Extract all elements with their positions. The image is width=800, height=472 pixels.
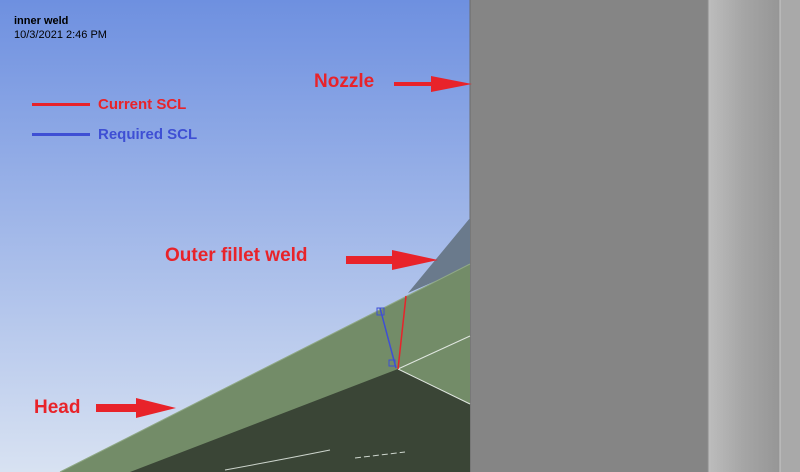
legend-item-current-scl: Current SCL: [32, 94, 186, 114]
view-timestamp: 10/3/2021 2:46 PM: [14, 29, 107, 41]
mesh-edge-line: [224, 449, 331, 471]
legend-item-required-scl: Required SCL: [32, 124, 197, 144]
head-plate-edge: [59, 263, 471, 472]
nozzle-body[interactable]: [470, 0, 708, 472]
legend-swatch-blue: [32, 132, 90, 136]
annotation-outer-fillet-weld: Outer fillet weld: [165, 245, 308, 266]
current-scl-line[interactable]: [397, 295, 407, 370]
view-title: inner weld: [14, 15, 69, 27]
head-underside: [130, 369, 470, 472]
required-scl-marker: [388, 359, 396, 367]
mesh-edge-line: [354, 451, 406, 459]
legend-label: Current SCL: [98, 95, 187, 113]
inner-edge-line: [397, 335, 471, 370]
annotation-head: Head: [34, 397, 81, 418]
required-scl-line[interactable]: [379, 307, 397, 369]
inner-edge-line: [397, 368, 471, 405]
legend-label: Required SCL: [98, 125, 198, 143]
required-scl-marker: [376, 307, 385, 316]
legend-swatch-red: [32, 102, 90, 106]
nozzle-outer-face: [780, 0, 800, 472]
outer-fillet-weld[interactable]: [408, 218, 470, 293]
annotation-nozzle: Nozzle: [314, 71, 375, 92]
nozzle-edge-band: [708, 0, 780, 472]
